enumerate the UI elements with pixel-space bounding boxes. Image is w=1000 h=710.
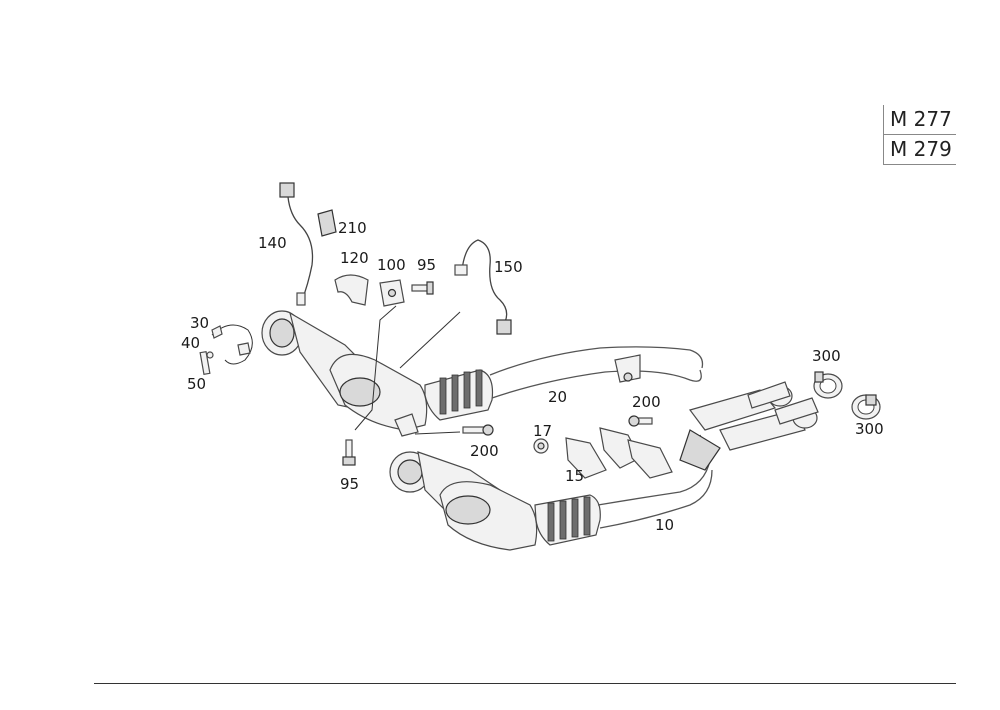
callout-300-upper: 300 xyxy=(812,347,841,365)
part-100-holder[interactable] xyxy=(379,279,405,307)
engine-model-box: M 277 M 279 xyxy=(883,105,956,165)
part-30-clamp[interactable] xyxy=(211,324,253,365)
callout-30: 30 xyxy=(190,314,209,332)
part-300-clamp-lower[interactable] xyxy=(851,394,881,420)
part-300-clamp-upper[interactable] xyxy=(813,371,843,399)
model-label-1: M 277 xyxy=(890,107,952,131)
callout-95-top: 95 xyxy=(417,256,436,274)
callout-210: 210 xyxy=(338,219,367,237)
callout-140: 140 xyxy=(258,234,287,252)
part-140-oxygen-sensor[interactable] xyxy=(279,182,314,306)
footer-divider xyxy=(94,683,956,684)
callout-100: 100 xyxy=(377,256,406,274)
part-210-connector-holder[interactable] xyxy=(317,209,337,237)
part-200-stud-right[interactable] xyxy=(628,415,653,427)
callout-40: 40 xyxy=(181,334,200,352)
callout-15: 15 xyxy=(565,467,584,485)
callout-300-lower: 300 xyxy=(855,420,884,438)
callout-120: 120 xyxy=(340,249,369,267)
part-150-oxygen-sensor[interactable] xyxy=(454,239,512,335)
callout-150: 150 xyxy=(494,258,523,276)
part-95-bolt-bottom[interactable] xyxy=(342,439,356,466)
leader-lines xyxy=(354,305,461,435)
callout-200-right: 200 xyxy=(632,393,661,411)
part-200-stud-left[interactable] xyxy=(462,424,494,436)
part-40-bolt[interactable] xyxy=(199,350,211,376)
callout-20: 20 xyxy=(548,388,567,406)
part-17-nut[interactable] xyxy=(533,438,549,454)
model-label-2: M 279 xyxy=(884,134,956,164)
part-95-bolt-top[interactable] xyxy=(411,281,434,295)
callout-50: 50 xyxy=(187,375,206,393)
part-10-lower-catalytic-pipe[interactable] xyxy=(389,434,713,551)
callout-95-bottom: 95 xyxy=(340,475,359,493)
part-120-bracket[interactable] xyxy=(334,274,369,306)
part-20-upper-catalytic-pipe[interactable] xyxy=(261,310,704,437)
callout-labels: 10 15 17 20 30 40 50 95 95 100 120 140 1… xyxy=(181,219,884,534)
rear-y-pipe[interactable] xyxy=(679,381,819,471)
part-15-gasket[interactable] xyxy=(565,427,673,479)
part-50-nut[interactable] xyxy=(206,351,214,359)
callout-17: 17 xyxy=(533,422,552,440)
callout-200-left: 200 xyxy=(470,442,499,460)
callout-10: 10 xyxy=(655,516,674,534)
